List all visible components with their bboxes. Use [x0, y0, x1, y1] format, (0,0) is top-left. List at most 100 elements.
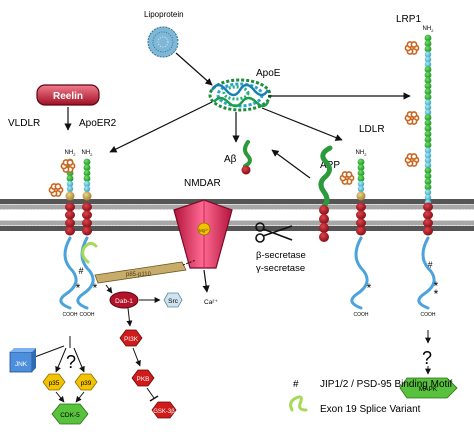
- cdk5-label: CDK-5: [60, 412, 80, 419]
- egf-repeat: [357, 180, 365, 188]
- o-linked-sugar-domain: [65, 191, 75, 201]
- npxy-motif-star: *: [76, 281, 81, 295]
- cooh-label: COOH: [80, 312, 95, 318]
- egf-repeat: [424, 61, 432, 68]
- vldlr-to-p39-arrow: [73, 347, 85, 373]
- ligand-binding-repeat: [424, 71, 432, 79]
- egf-repeat: [357, 185, 365, 193]
- legend-splice-icon: [289, 395, 308, 412]
- ligand-binding-repeat: [424, 119, 432, 127]
- ligand-binding-repeat: [424, 183, 432, 191]
- apoe-protein: [208, 78, 272, 112]
- egf-repeat: [424, 51, 432, 58]
- transmembrane-domain: [82, 218, 92, 228]
- mapk-node: MAPK: [399, 377, 458, 399]
- apoer2-label: ApoER2: [79, 118, 117, 129]
- cytoplasmic-tail: [59, 236, 78, 310]
- cooh-label: COOH: [421, 312, 436, 318]
- transmembrane-domain: [65, 210, 75, 220]
- transmembrane-domain: [356, 218, 366, 228]
- ligand-binding-repeat: [424, 77, 432, 84]
- lrp1-label: LRP1: [396, 14, 421, 25]
- beta-secretase-label: β-secretase: [256, 250, 306, 261]
- p39-to-cdk5-arrow: [75, 391, 85, 403]
- vldlr-to-p35-arrow: [55, 347, 67, 373]
- ldlr-label: LDLR: [359, 124, 385, 135]
- src-node: Src: [163, 292, 183, 308]
- ligand-binding-repeat: [83, 164, 91, 171]
- lipoprotein-particle: [147, 26, 179, 58]
- lipoprotein-label: Lipoprotein: [144, 10, 184, 19]
- dab1-node: Dab-1: [109, 291, 139, 309]
- legend-hash-text: JIP1/2 / PSD-95 Binding Motif: [320, 379, 453, 390]
- ligand-binding-repeat: [424, 178, 432, 185]
- egf-repeat: [424, 194, 432, 201]
- egf-repeat: [424, 56, 432, 63]
- cdk5-node: CDK-5: [51, 403, 89, 425]
- egf-repeat: [424, 189, 432, 196]
- jnk-node: JNK: [9, 348, 36, 373]
- ligand-binding-repeat: [357, 169, 365, 177]
- cytoplasmic-tail: [417, 236, 436, 310]
- cell-membrane: [0, 199, 474, 231]
- transmembrane-domain: [423, 218, 433, 228]
- nmdar-channel: Mg²⁺: [173, 199, 233, 293]
- ligand-binding-repeat: [424, 114, 432, 121]
- transmembrane-domain: [356, 226, 366, 236]
- p39-node: p39: [74, 373, 98, 391]
- nh2-label: NH2: [423, 26, 435, 33]
- egf-repeat: [424, 147, 432, 154]
- transmembrane-domain: [82, 202, 92, 212]
- reelin-box: [36, 84, 100, 106]
- ligand-binding-repeat: [66, 175, 74, 182]
- p85-label: p85-p110: [126, 272, 152, 278]
- ligand-binding-repeat: [424, 93, 432, 101]
- transmembrane-domain: [423, 226, 433, 236]
- o-linked-sugar-domain: [356, 191, 366, 201]
- transmembrane-domain: [65, 218, 75, 228]
- transmembrane-domain: [356, 202, 366, 212]
- egf-repeat: [424, 152, 432, 159]
- npxy-motif-star: *: [434, 287, 439, 301]
- cytoplasmic-tail: [350, 236, 369, 310]
- ligand-binding-repeat: [424, 40, 432, 47]
- ligand-binding-repeat: [83, 175, 91, 182]
- vldlr-label: VLDLR: [8, 118, 40, 129]
- transmembrane-domain: [82, 210, 92, 220]
- transmembrane-domain: [65, 226, 75, 236]
- ligand-binding-repeat: [424, 34, 432, 42]
- p35-label: p35: [49, 380, 60, 387]
- dab1-label: Dab-1: [115, 298, 133, 305]
- gsk3b-label: GSK-3β: [153, 409, 175, 415]
- ligand-binding-repeat: [424, 136, 432, 143]
- cooh-label: COOH: [63, 312, 78, 318]
- apoe-arrows: [109, 52, 411, 153]
- egf-repeat: [424, 157, 432, 164]
- egf-repeat: [424, 162, 432, 169]
- p85-p110-complex: p85-p110: [94, 259, 197, 284]
- apoer2-to-dab1-arrow: [105, 284, 113, 294]
- pkb-label: PKB: [136, 376, 149, 383]
- jnk-label: JNK: [15, 361, 28, 368]
- legend-hash-symbol: #: [293, 379, 299, 390]
- mg-ion-label: Mg²⁺: [199, 228, 210, 233]
- mapk-label: MAPK: [419, 386, 438, 393]
- pkb-node: PKB: [131, 369, 155, 387]
- p35-node: p35: [42, 373, 66, 391]
- pi3k-label: PI3K: [124, 336, 139, 343]
- nmdar-label: NMDAR: [184, 178, 221, 189]
- scissors-icon: [255, 222, 293, 243]
- ligand-binding-repeat: [424, 130, 432, 138]
- nh2-label: NH2: [356, 150, 368, 157]
- ligand-binding-repeat: [83, 169, 91, 177]
- ligand-binding-repeat: [424, 66, 432, 73]
- abeta-label: Aβ: [224, 154, 237, 165]
- transmembrane-domain: [65, 202, 75, 212]
- ligand-binding-repeat: [424, 125, 432, 132]
- transmembrane-domain: [356, 210, 366, 220]
